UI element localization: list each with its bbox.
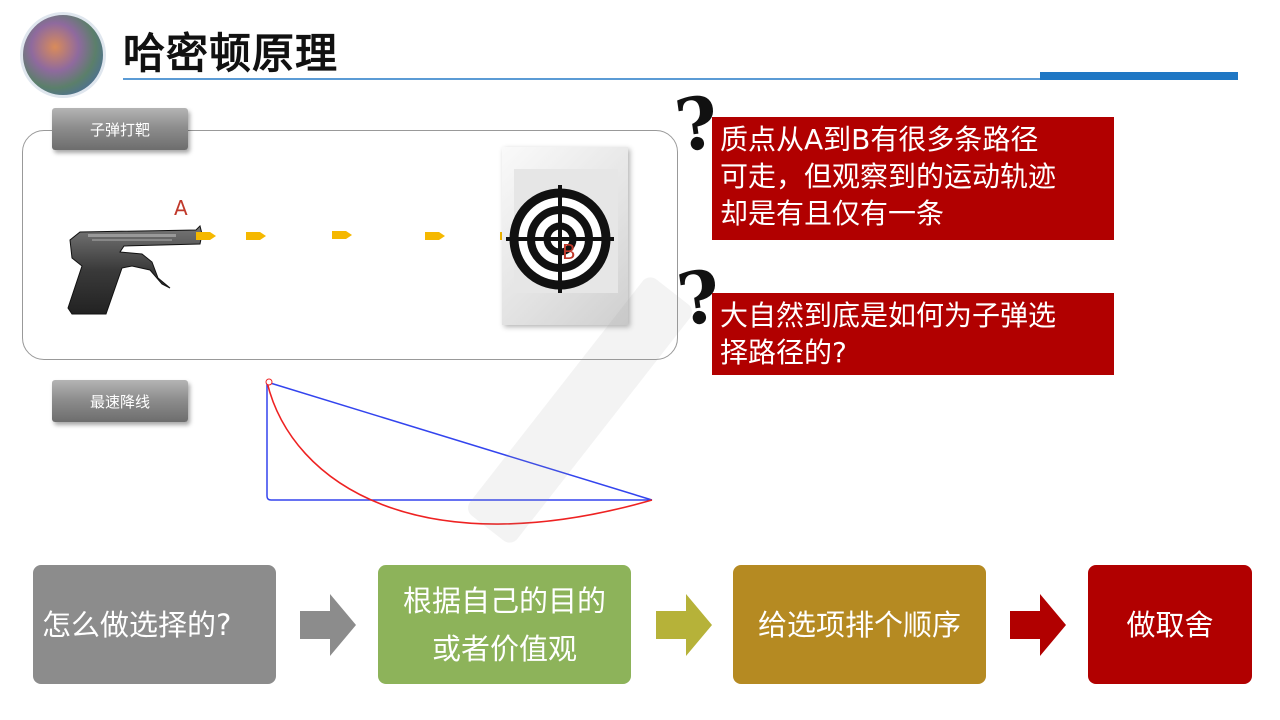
arrow-right-icon	[1010, 594, 1066, 656]
flow-step-purpose-line-1: 根据自己的目的	[402, 583, 606, 618]
logo-globe-image	[20, 12, 106, 98]
question-1-line-1: 质点从A到B有很多条路径	[720, 123, 1039, 156]
question-box-1: 质点从A到B有很多条路径 可走，但观察到的运动轨迹 却是有且仅有一条	[712, 117, 1114, 240]
bullet-icon	[196, 232, 216, 240]
title-accent-bar	[1040, 72, 1238, 80]
question-2-line-2: 择路径的?	[720, 336, 847, 369]
bullet-icon	[246, 232, 266, 240]
point-a-label: A	[174, 196, 188, 220]
arrow-right-icon	[300, 594, 356, 656]
flow-step-purpose-line-2: 或者价值观	[431, 631, 577, 666]
question-1-line-2: 可走，但观察到的运动轨迹	[720, 160, 1057, 193]
brachistochrone-frame	[266, 382, 652, 501]
question-box-2: 大自然到底是如何为子弹选 择路径的?	[712, 293, 1114, 375]
flow-step-tradeoff: 做取舍	[1088, 565, 1252, 684]
page-title: 哈密顿原理	[123, 29, 339, 78]
brachistochrone-start-point	[265, 378, 273, 386]
target-icon	[506, 169, 618, 293]
brachistochrone-diagram	[265, 378, 653, 525]
bullet-icon	[332, 231, 352, 239]
tag-bullet-shooting: 子弹打靶	[52, 108, 188, 150]
target-board	[502, 147, 628, 325]
question-1-line-3: 却是有且仅有一条	[720, 197, 945, 230]
brachistochrone-straight-line	[266, 381, 653, 501]
title-underline	[123, 78, 1238, 80]
tag-brachistochrone: 最速降线	[52, 380, 188, 422]
flow-step-rank-options: 给选项排个顺序	[733, 565, 986, 684]
point-b-label: B	[562, 240, 576, 264]
flow-step-purpose: 根据自己的目的 或者价值观	[378, 565, 631, 684]
brachistochrone-curve	[266, 381, 653, 525]
question-2-line-1: 大自然到底是如何为子弹选	[720, 299, 1057, 332]
bullet-icon	[425, 232, 445, 240]
arrow-right-icon	[656, 594, 712, 656]
flow-step-question: 怎么做选择的?	[33, 565, 276, 684]
